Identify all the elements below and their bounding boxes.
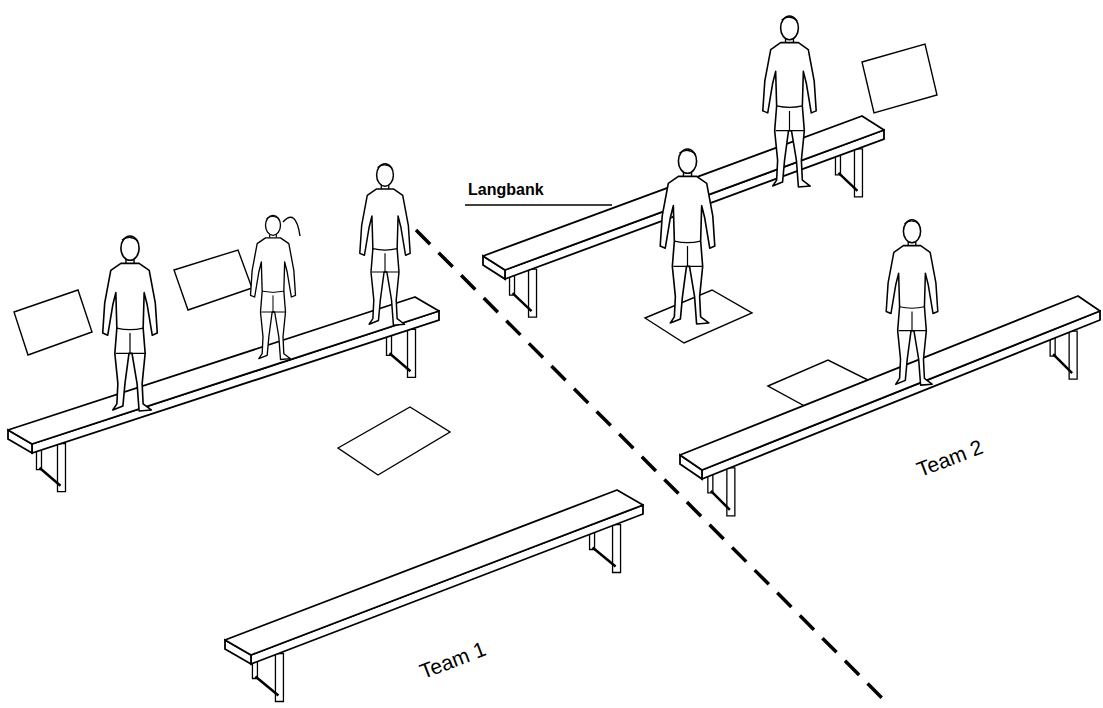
leader-line [465, 204, 612, 206]
held-card [174, 250, 252, 310]
person-figure [886, 220, 938, 385]
bench [225, 490, 643, 702]
floor-card [338, 407, 450, 475]
person-figure [660, 149, 715, 324]
bench-brace [838, 173, 857, 191]
dividing-line [416, 230, 884, 700]
bench [680, 296, 1100, 516]
bench-brace [255, 677, 278, 696]
bench-top [680, 296, 1100, 470]
person-figure [763, 16, 816, 187]
team-label: Team 2 [913, 435, 986, 482]
bench-brace [513, 293, 532, 311]
team-label: Team 1 [416, 637, 489, 684]
person-figure [360, 164, 410, 325]
bench-side [32, 311, 439, 453]
part-label: Langbank [468, 181, 544, 199]
held-card [14, 290, 92, 355]
bench-top [225, 490, 643, 655]
person-figure [103, 236, 158, 411]
bench-brace [1053, 354, 1072, 373]
bench-brace [390, 353, 411, 371]
person-figure [251, 215, 296, 359]
ponytail [283, 217, 300, 236]
held-card [862, 44, 937, 113]
bench-brace [711, 491, 730, 510]
bench-side [251, 505, 643, 664]
bench-brace [39, 468, 60, 486]
bench-brace [593, 548, 616, 567]
